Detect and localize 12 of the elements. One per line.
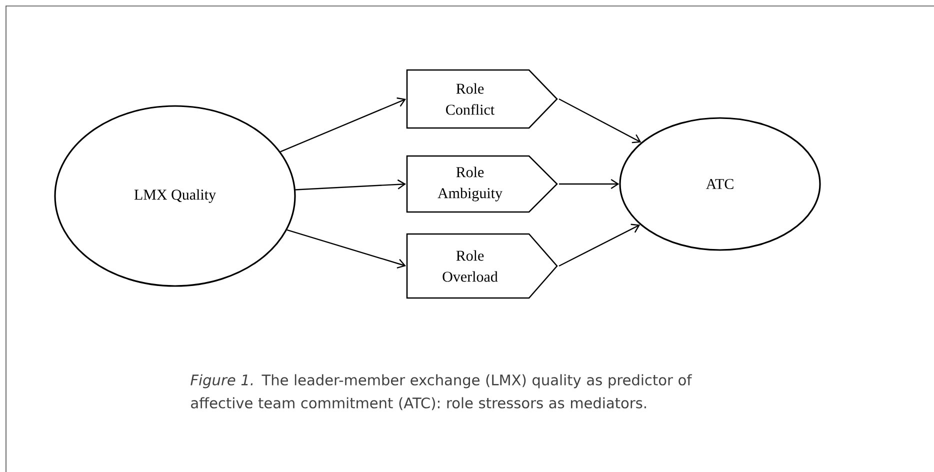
arrow (558, 98, 642, 144)
pentagon-box: Role Ambiguity (406, 155, 558, 213)
caption: Figure 1. The leader-member exchange (LMX) quality as predictor of affective team commitment (ATC): role stressors as mediators. (190, 374, 692, 410)
arrow (286, 229, 406, 269)
pentagon-box: Role Overload (406, 233, 558, 299)
arrow (559, 179, 620, 189)
pentagon-box: Role Conflict (406, 69, 558, 129)
arrow (295, 179, 406, 190)
ellipse-node: ATC (619, 117, 821, 251)
arrow (558, 224, 640, 267)
arrow (280, 97, 406, 152)
ellipse-node: LMX Quality (54, 105, 296, 287)
